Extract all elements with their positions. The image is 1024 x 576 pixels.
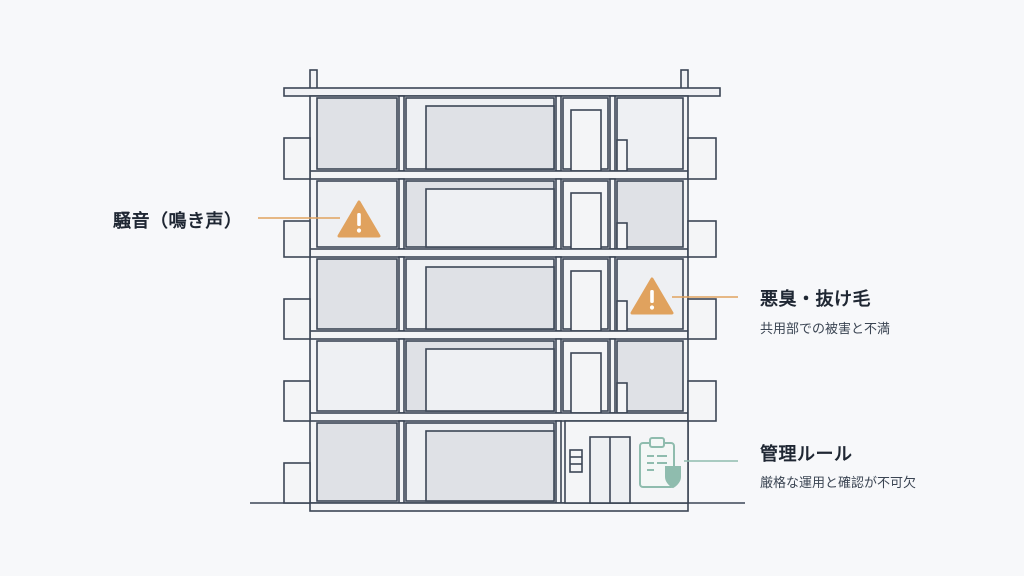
clipboard-shield-icon [639, 437, 681, 489]
column [398, 338, 405, 414]
floor-slab [309, 248, 689, 258]
odor-callout-subtitle: 共用部での被害と不満 [760, 322, 891, 337]
column [555, 420, 562, 504]
odor-callout-title: 悪臭・抜け毛 [760, 289, 871, 310]
balcony-left [283, 380, 311, 422]
railing [616, 139, 628, 172]
room-right [616, 97, 684, 170]
room-left [316, 97, 398, 170]
balcony-right [687, 137, 717, 180]
roof-slab [283, 87, 721, 97]
stair-door [570, 270, 602, 332]
column [555, 256, 562, 332]
roof-post-right [680, 69, 689, 91]
railing [616, 382, 628, 414]
room-right [616, 340, 684, 412]
column [609, 95, 616, 172]
rules-callout-title: 管理ルール [760, 444, 853, 465]
window-center [425, 348, 555, 412]
column [609, 338, 616, 414]
column [398, 95, 405, 172]
intercom-panel [569, 449, 583, 473]
balcony-left [283, 137, 311, 180]
stair-door [570, 109, 602, 172]
column [398, 178, 405, 250]
window-center [425, 430, 555, 502]
column [555, 178, 562, 250]
window-center [425, 105, 555, 170]
floor-slab [309, 502, 689, 512]
balcony-right [687, 220, 717, 258]
room-left [316, 422, 398, 502]
column [609, 256, 616, 332]
warning-triangle-icon [337, 200, 381, 238]
rules-callout-subtitle: 厳格な運用と確認が不可欠 [760, 476, 917, 491]
floor-slab [309, 330, 689, 340]
stair-door [570, 352, 602, 414]
room-right [616, 180, 684, 248]
floor-slab [309, 170, 689, 180]
warning-triangle-icon [630, 277, 674, 315]
railing [616, 300, 628, 332]
column [609, 178, 616, 250]
railing [616, 222, 628, 250]
column [555, 338, 562, 414]
floors [283, 95, 717, 512]
room-left [316, 340, 398, 412]
room-left [316, 258, 398, 330]
column [398, 256, 405, 332]
window-center [425, 266, 555, 330]
floor-slab [309, 412, 689, 422]
balcony-right [687, 380, 717, 422]
column [555, 95, 562, 172]
balcony-left [283, 220, 311, 258]
window-center [425, 188, 555, 248]
stair-door [570, 192, 602, 250]
noise-callout-title: 騒音（鳴き声） [113, 211, 243, 232]
balcony-right [687, 298, 717, 340]
balcony-left [283, 462, 311, 504]
column [398, 420, 405, 504]
balcony-left [283, 298, 311, 340]
roof-post-left [309, 69, 318, 91]
